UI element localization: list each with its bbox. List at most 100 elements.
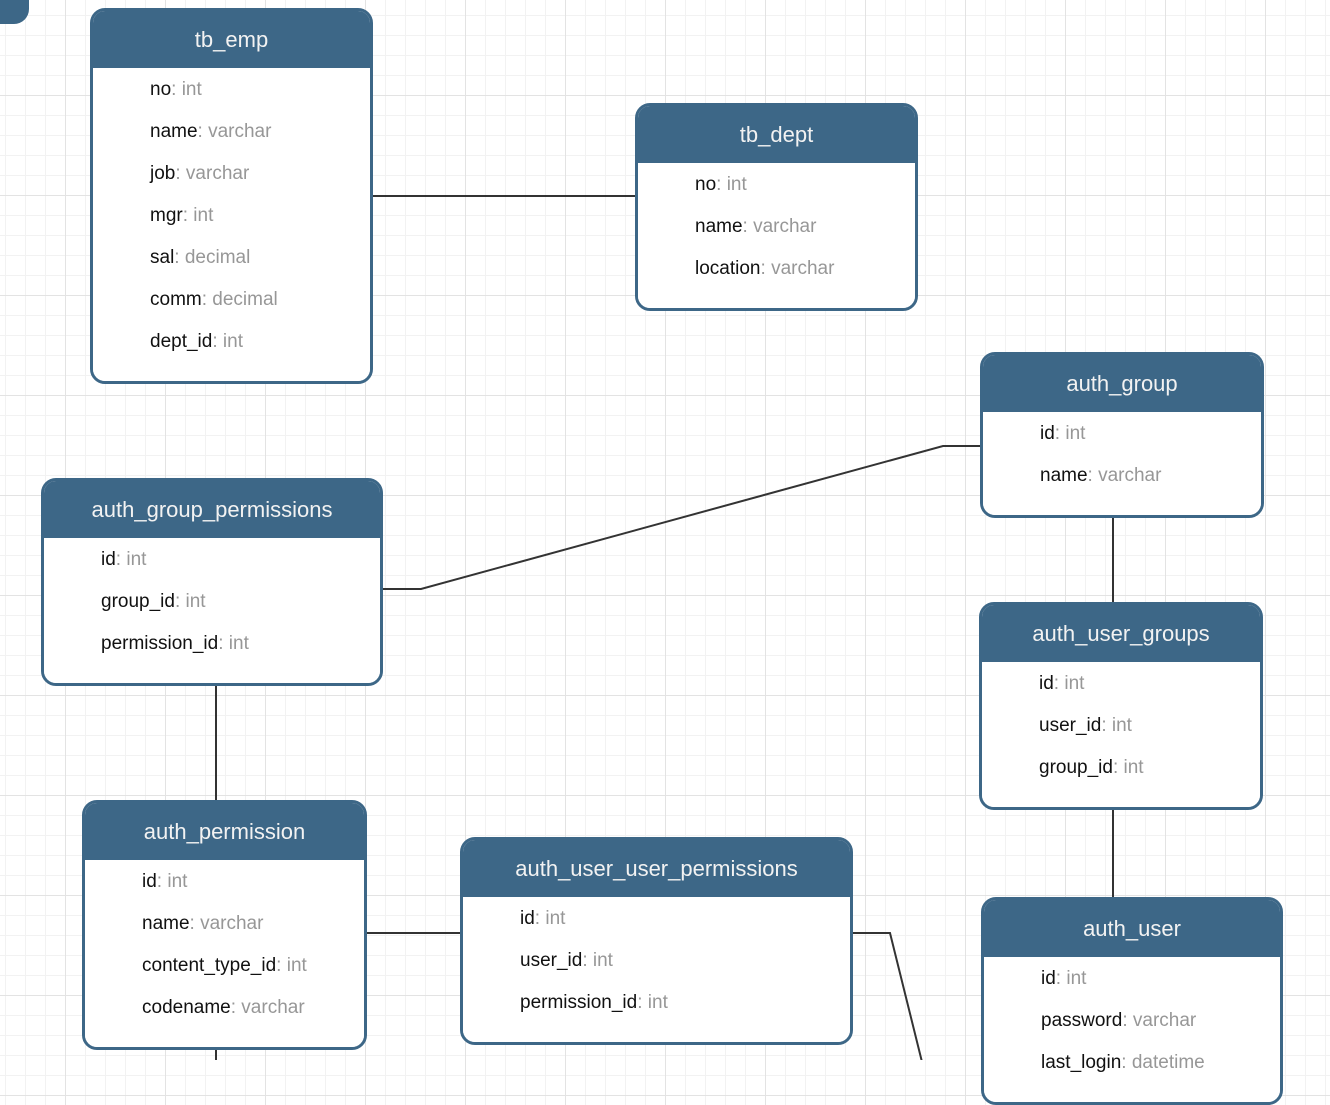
- field-type: varchar: [743, 216, 817, 237]
- entity-table-auth_group[interactable]: auth_groupidintnamevarchar: [980, 352, 1264, 518]
- table-fields: idintuser_idintgroup_idint: [982, 662, 1260, 807]
- field-type: int: [1055, 423, 1086, 444]
- field-row[interactable]: mgrint: [93, 195, 370, 237]
- field-type: varchar: [761, 258, 835, 279]
- field-name: no: [695, 174, 717, 195]
- field-row[interactable]: namevarchar: [983, 455, 1261, 497]
- table-title[interactable]: auth_user: [984, 900, 1280, 957]
- field-row[interactable]: permission_idint: [44, 623, 380, 665]
- table-title[interactable]: tb_emp: [93, 11, 370, 68]
- table-fields: idintgroup_idintpermission_idint: [44, 538, 380, 683]
- field-type: int: [716, 174, 747, 195]
- field-row[interactable]: permission_idint: [463, 982, 850, 1024]
- field-name: sal: [150, 247, 175, 268]
- field-row[interactable]: commdecimal: [93, 279, 370, 321]
- field-type: varchar: [231, 997, 305, 1018]
- field-name: name: [1040, 465, 1088, 486]
- field-type: int: [535, 908, 566, 929]
- field-row[interactable]: idint: [984, 958, 1280, 1000]
- field-name: mgr: [150, 205, 183, 226]
- field-row[interactable]: jobvarchar: [93, 153, 370, 195]
- field-row[interactable]: namevarchar: [638, 206, 915, 248]
- entity-table-auth_user[interactable]: auth_useridintpasswordvarcharlast_logind…: [981, 897, 1283, 1105]
- field-row[interactable]: namevarchar: [93, 111, 370, 153]
- field-type: varchar: [198, 121, 272, 142]
- field-name: content_type_id: [142, 955, 277, 976]
- field-name: permission_id: [101, 633, 219, 654]
- table-fields: idintnamevarchar: [983, 412, 1261, 515]
- table-fields: nointnamevarcharlocationvarchar: [638, 163, 915, 308]
- field-type: varchar: [175, 163, 249, 184]
- field-type: int: [183, 205, 214, 226]
- field-type: varchar: [1122, 1010, 1196, 1031]
- field-type: int: [1056, 968, 1087, 989]
- field-row[interactable]: user_idint: [982, 705, 1260, 747]
- field-row[interactable]: idint: [983, 413, 1261, 455]
- field-type: int: [1113, 757, 1144, 778]
- connector-auth_user_user_permissions--auth_user[interactable]: [849, 932, 924, 1060]
- field-type: int: [582, 950, 613, 971]
- field-type: decimal: [202, 289, 278, 310]
- table-title[interactable]: auth_user_groups: [982, 605, 1260, 662]
- entity-table-tb_dept[interactable]: tb_deptnointnamevarcharlocationvarchar: [635, 103, 918, 311]
- field-type: int: [171, 79, 202, 100]
- entity-table-auth_permission[interactable]: auth_permissionidintnamevarcharcontent_t…: [82, 800, 367, 1050]
- field-type: int: [116, 549, 147, 570]
- field-row[interactable]: group_idint: [44, 581, 380, 623]
- field-row[interactable]: codenamevarchar: [85, 987, 364, 1029]
- field-row[interactable]: noint: [93, 69, 370, 111]
- field-type: int: [218, 633, 249, 654]
- field-row[interactable]: noint: [638, 164, 915, 206]
- cutoff-table-fragment[interactable]: [0, 0, 29, 24]
- field-row[interactable]: locationvarchar: [638, 248, 915, 290]
- field-row[interactable]: group_idint: [982, 747, 1260, 789]
- field-row[interactable]: idint: [44, 539, 380, 581]
- field-name: id: [1040, 423, 1055, 444]
- table-title[interactable]: auth_user_user_permissions: [463, 840, 850, 897]
- table-fields: idintuser_idintpermission_idint: [463, 897, 850, 1042]
- table-title[interactable]: auth_permission: [85, 803, 364, 860]
- field-name: name: [142, 913, 190, 934]
- entity-table-auth_user_user_permissions[interactable]: auth_user_user_permissionsidintuser_idin…: [460, 837, 853, 1045]
- connectors-layer: [215, 195, 1114, 1060]
- field-row[interactable]: idint: [463, 898, 850, 940]
- table-fields: idintnamevarcharcontent_type_idintcodena…: [85, 860, 364, 1047]
- connector-auth_group_permissions--auth_group[interactable]: [380, 445, 983, 590]
- field-row[interactable]: namevarchar: [85, 903, 364, 945]
- field-type: varchar: [190, 913, 264, 934]
- field-name: no: [150, 79, 172, 100]
- field-type: int: [1054, 673, 1085, 694]
- field-name: dept_id: [150, 331, 213, 352]
- table-fields: nointnamevarcharjobvarcharmgrintsaldecim…: [93, 68, 370, 381]
- field-name: id: [142, 871, 157, 892]
- table-title[interactable]: auth_group_permissions: [44, 481, 380, 538]
- field-row[interactable]: content_type_idint: [85, 945, 364, 987]
- table-title[interactable]: tb_dept: [638, 106, 915, 163]
- field-name: codename: [142, 997, 231, 1018]
- field-name: name: [695, 216, 743, 237]
- field-row[interactable]: idint: [982, 663, 1260, 705]
- field-row[interactable]: last_logindatetime: [984, 1042, 1280, 1084]
- table-title[interactable]: auth_group: [983, 355, 1261, 412]
- field-type: decimal: [174, 247, 250, 268]
- field-row[interactable]: idint: [85, 861, 364, 903]
- field-type: int: [157, 871, 188, 892]
- entity-table-auth_user_groups[interactable]: auth_user_groupsidintuser_idintgroup_idi…: [979, 602, 1263, 810]
- field-name: id: [101, 549, 116, 570]
- field-name: group_id: [1039, 757, 1113, 778]
- field-row[interactable]: saldecimal: [93, 237, 370, 279]
- entity-table-tb_emp[interactable]: tb_empnointnamevarcharjobvarcharmgrintsa…: [90, 8, 373, 384]
- field-name: permission_id: [520, 992, 638, 1013]
- field-name: user_id: [520, 950, 583, 971]
- field-name: id: [1039, 673, 1054, 694]
- field-row[interactable]: user_idint: [463, 940, 850, 982]
- field-name: user_id: [1039, 715, 1102, 736]
- entity-table-auth_group_permissions[interactable]: auth_group_permissionsidintgroup_idintpe…: [41, 478, 383, 686]
- field-type: int: [175, 591, 206, 612]
- field-name: job: [150, 163, 176, 184]
- field-type: int: [637, 992, 668, 1013]
- field-type: int: [276, 955, 307, 976]
- field-row[interactable]: dept_idint: [93, 321, 370, 363]
- field-row[interactable]: passwordvarchar: [984, 1000, 1280, 1042]
